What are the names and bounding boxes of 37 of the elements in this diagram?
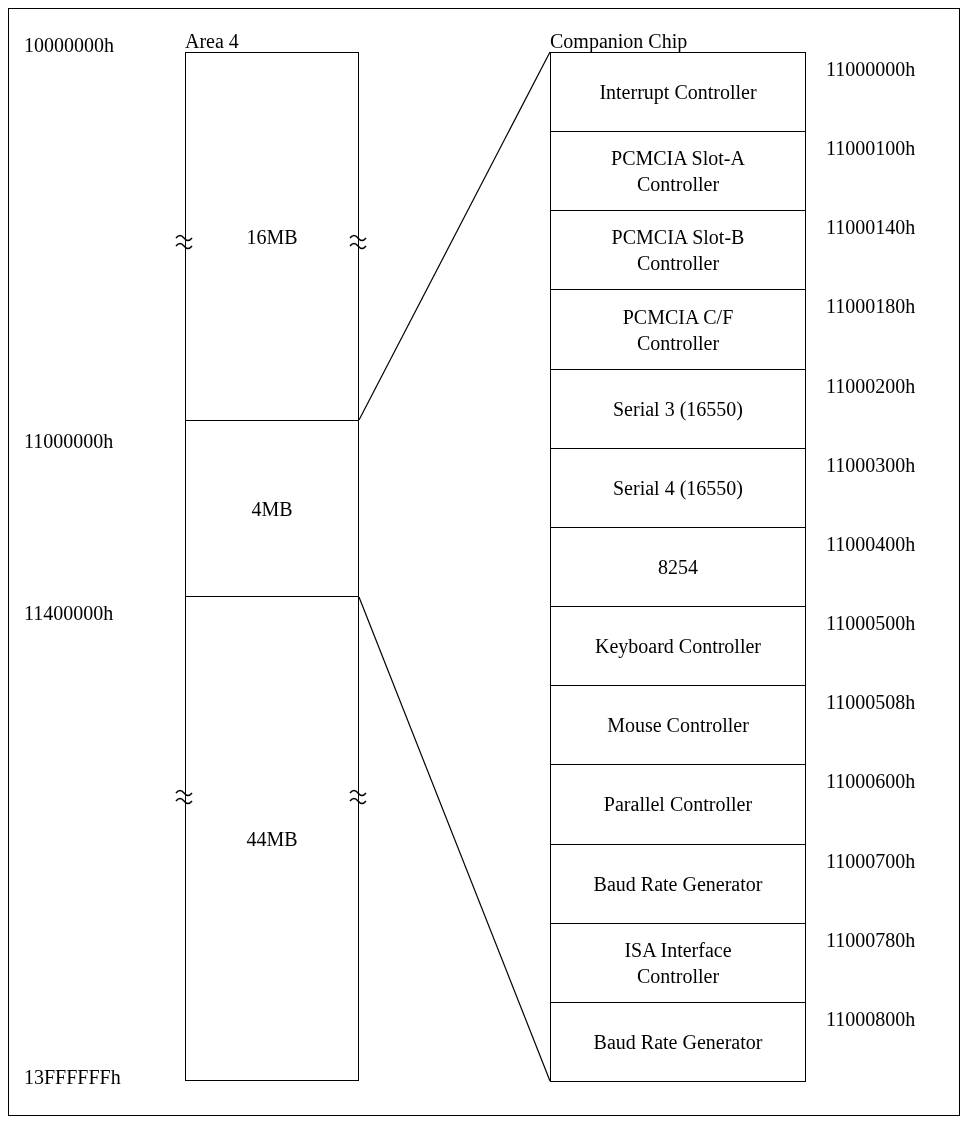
address-label: 11000780h xyxy=(826,928,916,951)
leader-line xyxy=(358,51,551,421)
address-label: 11000200h xyxy=(826,374,916,397)
address-label: 10000000h xyxy=(24,34,114,56)
address-label: 11000140h xyxy=(826,216,916,239)
memory-region-box: PCMCIA C/F Controller xyxy=(550,289,806,370)
address-label: 11000600h xyxy=(826,770,916,793)
memory-region-box: 16MB xyxy=(185,52,359,421)
column-heading: Area 4 xyxy=(185,30,239,52)
memory-region-box: Serial 4 (16550) xyxy=(550,447,806,528)
memory-region-box: Baud Rate Generator xyxy=(550,843,806,924)
address-label: 11000800h xyxy=(826,1007,916,1030)
memory-region-box: Baud Rate Generator xyxy=(550,1001,806,1082)
memory-region-box: Keyboard Controller xyxy=(550,606,806,687)
leader-line xyxy=(358,596,551,1082)
memory-region-box: Interrupt Controller xyxy=(550,52,806,133)
address-label: 11000508h xyxy=(826,691,916,714)
address-label: 11000300h xyxy=(826,453,916,476)
address-label: 11000500h xyxy=(826,612,916,635)
column-heading: Companion Chip xyxy=(550,30,688,52)
memory-region-box: 8254 xyxy=(550,526,806,608)
address-label: 11000180h xyxy=(826,295,916,318)
memory-region-box: 4MB xyxy=(185,420,359,597)
memory-region-box: Serial 3 (16550) xyxy=(550,368,806,449)
memory-region-box: Mouse Controller xyxy=(550,685,806,766)
address-label: 11000400h xyxy=(826,532,916,555)
memory-region-box: Parallel Controller xyxy=(550,764,806,845)
memory-region-box: ISA Interface Controller xyxy=(550,922,806,1003)
address-label: 11000700h xyxy=(826,849,916,872)
memory-region-box: 44MB xyxy=(185,596,359,1081)
address-label: 11400000h xyxy=(24,602,114,624)
address-label: 11000000h xyxy=(24,430,114,452)
address-label: 11000100h xyxy=(826,137,916,160)
address-label: 11000000h xyxy=(826,58,916,80)
address-label: 13FFFFFFh xyxy=(24,1066,121,1088)
memory-region-box: PCMCIA Slot-B Controller xyxy=(550,210,806,291)
memory-region-box: PCMCIA Slot-A Controller xyxy=(550,131,806,212)
